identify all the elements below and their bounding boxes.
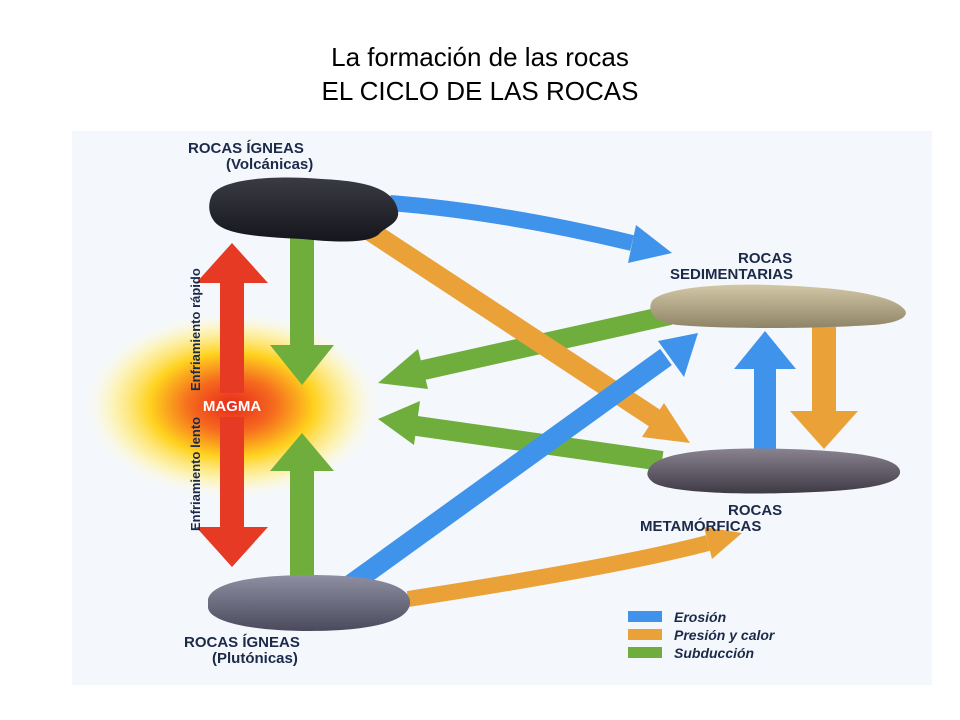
plutonic-label-line2: (Plutónicas) xyxy=(212,650,298,667)
sedimentary-label-line1: ROCAS xyxy=(738,250,792,267)
title-line-1: La formación de las rocas xyxy=(331,42,629,72)
title-line-2: EL CICLO DE LAS ROCAS xyxy=(321,76,639,106)
metamorphic-rock xyxy=(647,448,901,494)
pressure-arrow-plutonic-to-metamorphic xyxy=(406,527,742,607)
erosion-arrow-volcanic-to-sedimentary xyxy=(389,195,672,263)
legend: Erosión Presión y calor Subducción xyxy=(628,609,776,661)
magma-label: MAGMA xyxy=(203,398,261,415)
rock-cycle-diagram: MAGMA ROCAS ÍGNEAS (Volcánicas) ROCAS SE… xyxy=(82,140,906,667)
erosion-arrow-metamorphic-to-sedimentary xyxy=(734,331,796,461)
plutonic-label-line1: ROCAS ÍGNEAS xyxy=(184,634,300,651)
subduction-arrow-volcanic-to-magma xyxy=(270,236,334,385)
slow-cooling-arrow xyxy=(196,417,268,567)
erosion-arrow-plutonic-to-sedimentary xyxy=(344,333,698,594)
volcanic-label-line1: ROCAS ÍGNEAS xyxy=(188,140,304,157)
legend-label-erosion: Erosión xyxy=(674,609,726,625)
subduction-arrow-plutonic-to-magma xyxy=(270,433,334,576)
plutonic-rock xyxy=(208,575,411,631)
metamorphic-label-line1: ROCAS xyxy=(728,502,782,519)
legend-label-subduction: Subducción xyxy=(674,645,754,661)
pressure-arrow-sedimentary-to-metamorphic xyxy=(790,327,858,449)
fast-cooling-arrow xyxy=(196,243,268,393)
legend-label-pressure: Presión y calor xyxy=(674,627,776,643)
slow-cooling-label: Enfriamiento lento xyxy=(188,417,203,531)
fast-cooling-label: Enfriamiento rápido xyxy=(188,268,203,391)
volcanic-label-line2: (Volcánicas) xyxy=(226,156,313,173)
volcanic-rock xyxy=(209,177,399,242)
legend-swatch-pressure xyxy=(628,629,662,640)
legend-swatch-erosion xyxy=(628,611,662,622)
sedimentary-rock xyxy=(650,284,906,328)
slide-title: La formación de las rocas EL CICLO DE LA… xyxy=(0,40,960,108)
metamorphic-label-line2: METAMÓRFICAS xyxy=(640,517,761,535)
legend-swatch-subduction xyxy=(628,647,662,658)
sedimentary-label-line2: SEDIMENTARIAS xyxy=(670,266,793,283)
rock-cycle-figure: MAGMA ROCAS ÍGNEAS (Volcánicas) ROCAS SE… xyxy=(72,131,932,685)
